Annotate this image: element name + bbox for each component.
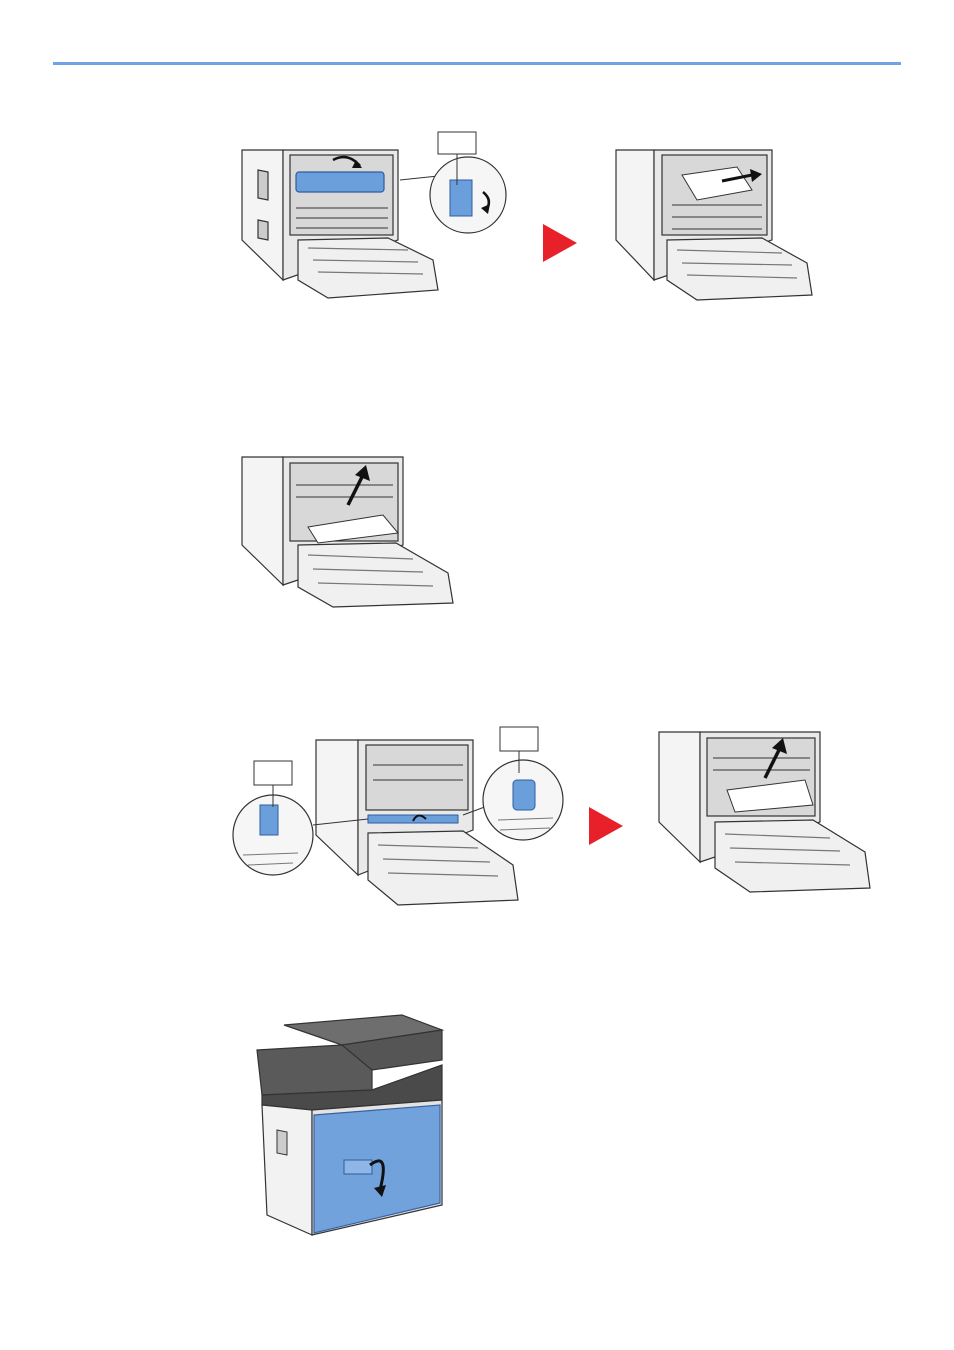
figure-duplex-lever [228, 725, 568, 910]
zoom-callout-right [483, 727, 563, 840]
rear-cover [314, 1105, 440, 1233]
fuser-cover [296, 172, 384, 192]
printer-rear-open [242, 150, 438, 298]
zoom-callout [430, 157, 506, 233]
header-rule [53, 62, 901, 65]
figure-remove-paper-lift [238, 455, 460, 610]
next-step-arrow-2 [589, 807, 623, 845]
figure-remove-paper-duplex [655, 730, 875, 895]
figure-close-rear-cover [252, 1005, 452, 1245]
zoom-callout-left [233, 761, 313, 875]
figure-fuser-cover [238, 130, 513, 305]
figure-remove-paper-top [612, 145, 837, 305]
next-step-arrow-1 [543, 224, 577, 262]
